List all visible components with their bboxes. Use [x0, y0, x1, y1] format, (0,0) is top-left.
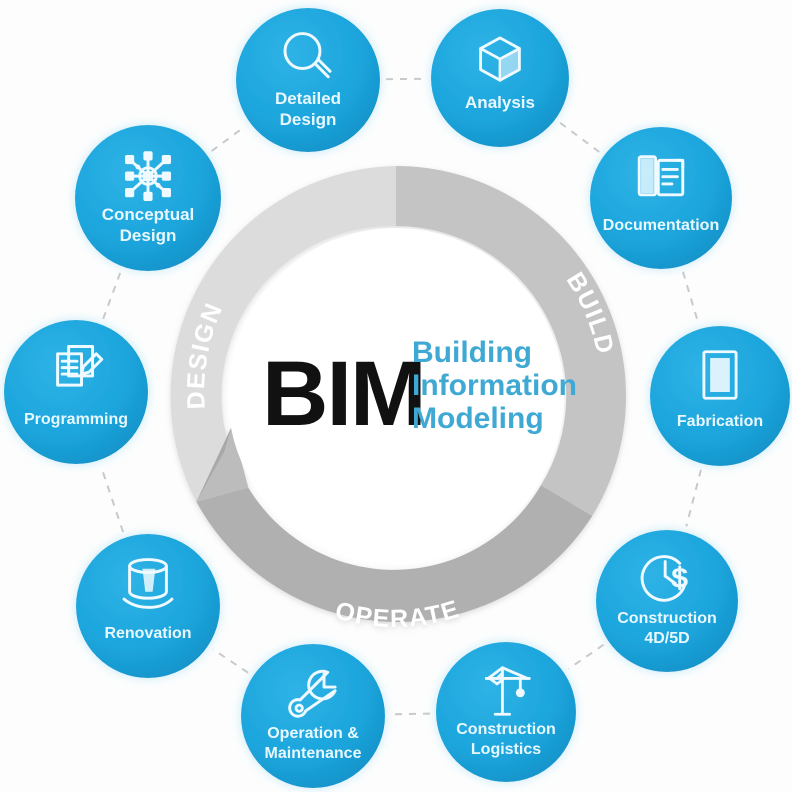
node-label-detailed-design: Design — [280, 110, 337, 129]
ring-inner-disc — [228, 228, 564, 564]
connector-programming-to-conceptual-design — [102, 271, 122, 320]
connector-operation-maintenance-to-renovation — [212, 648, 249, 674]
node-label-conceptual-design: Conceptual — [102, 205, 195, 224]
connector-documentation-to-fabrication — [682, 271, 700, 324]
node-fabrication[interactable]: Fabrication — [650, 326, 790, 466]
node-label-operation-maintenance: Operation & — [267, 725, 359, 742]
node-programming[interactable]: Programming — [4, 320, 148, 464]
node-label-operation-maintenance: Maintenance — [265, 745, 362, 762]
bim-expansion-line-2: Information — [412, 369, 577, 402]
node-documentation[interactable]: Documentation — [590, 127, 732, 269]
bim-expansion-line-3: Modeling — [412, 402, 544, 435]
node-construction-4d5d[interactable]: S Construction 4D/5D — [596, 530, 738, 672]
node-operation-maintenance[interactable]: Operation & Maintenance — [241, 644, 385, 788]
node-label-conceptual-design: Design — [120, 226, 177, 245]
node-renovation[interactable]: Renovation — [76, 534, 220, 678]
node-network-icon — [125, 151, 171, 201]
node-circle-operation-maintenance[interactable] — [241, 644, 385, 788]
connector-renovation-to-programming — [99, 465, 125, 533]
connector-fabrication-to-construction-4d5d — [685, 469, 702, 527]
bim-acronym: BIM — [262, 343, 425, 445]
bim-wordmark: BIM Building Information Modeling — [262, 336, 577, 445]
connector-lines — [99, 77, 702, 716]
node-label-construction-4d5d: 4D/5D — [644, 630, 689, 647]
node-label-construction-4d5d: Construction — [617, 610, 717, 627]
node-circle-fabrication[interactable] — [650, 326, 790, 466]
node-circle-documentation[interactable] — [590, 127, 732, 269]
node-label-detailed-design: Detailed — [275, 89, 341, 108]
document-pencil-icon — [56, 345, 104, 387]
cube-icon — [479, 36, 521, 82]
blueprint-docs-icon — [637, 155, 685, 197]
node-label-documentation: Documentation — [603, 217, 719, 234]
node-label-construction-logistics: Construction — [456, 721, 556, 738]
node-circle-detailed-design[interactable] — [236, 8, 380, 152]
node-label-renovation: Renovation — [104, 625, 191, 642]
node-label-fabrication: Fabrication — [677, 413, 763, 430]
node-analysis[interactable]: Analysis — [431, 9, 569, 147]
paint-bucket-icon — [122, 558, 174, 609]
connector-conceptual-design-to-detailed-design — [210, 125, 246, 152]
node-label-analysis: Analysis — [465, 93, 535, 112]
magnifier-icon — [283, 32, 332, 79]
node-label-programming: Programming — [24, 411, 128, 428]
node-label-construction-logistics: Logistics — [471, 741, 541, 758]
connector-construction-4d5d-to-construction-logistics — [568, 643, 605, 670]
door-panel-icon — [702, 350, 738, 400]
connector-construction-logistics-to-operation-maintenance — [390, 712, 431, 716]
node-circle-construction-logistics[interactable] — [436, 642, 576, 782]
wrench-icon — [288, 669, 337, 718]
bim-expansion-line-1: Building — [412, 336, 532, 369]
node-circle-programming[interactable] — [4, 320, 148, 464]
connector-analysis-to-documentation — [559, 122, 600, 153]
tower-crane-icon — [484, 666, 531, 716]
clock-cost-icon: S — [640, 555, 689, 602]
